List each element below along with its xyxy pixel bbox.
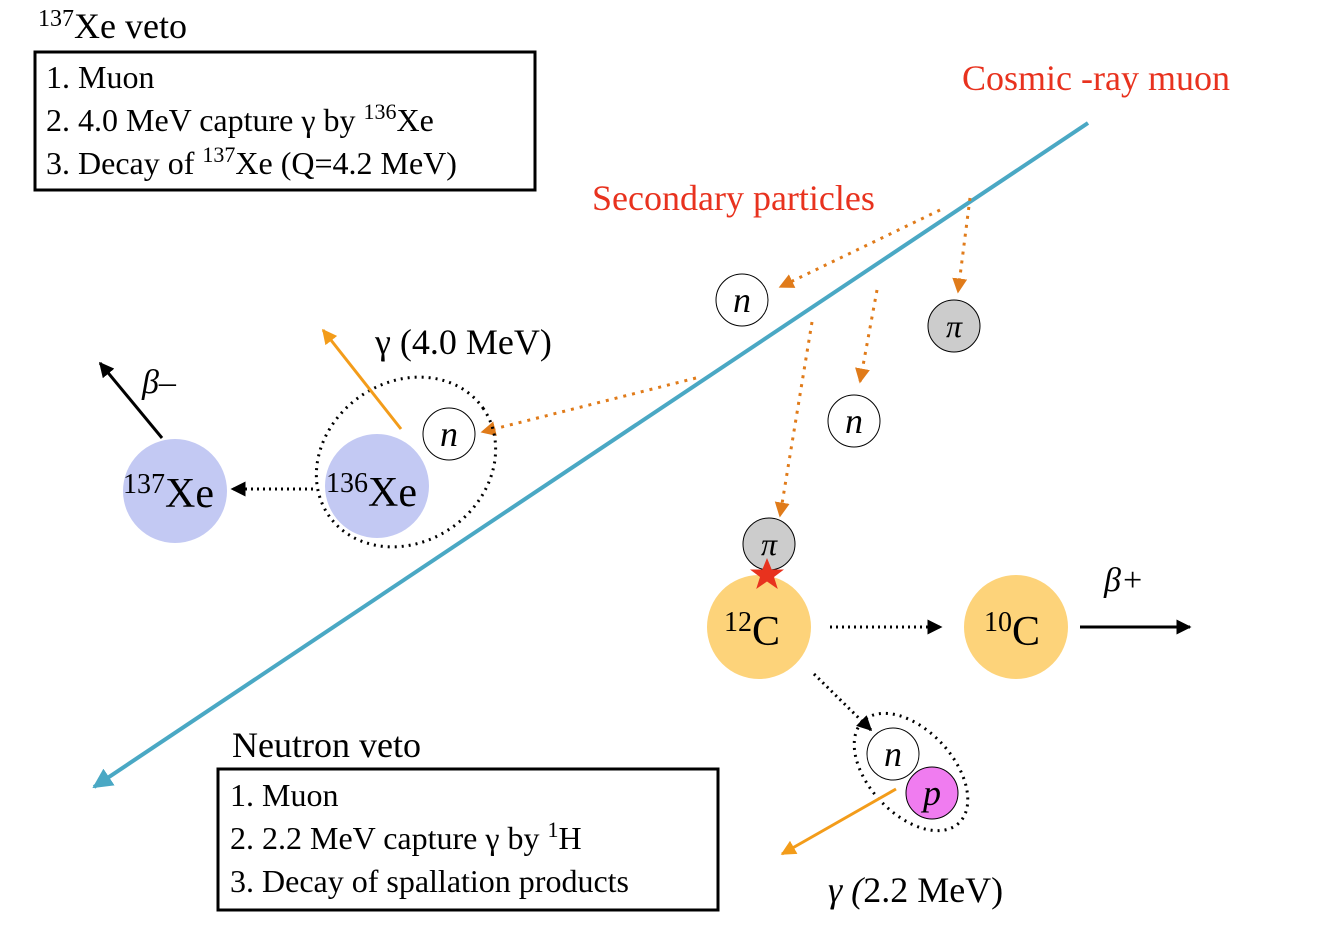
pion-lower: π — [742, 517, 796, 571]
svg-text:π: π — [946, 308, 963, 344]
neutron-capture: n — [422, 407, 476, 461]
gamma-40-label: γ (4.0 MeV) — [374, 322, 552, 362]
svg-text:137Xe: 137Xe — [123, 469, 214, 517]
neutron-veto-item-2: 2. 2.2 MeV capture γ by 1H — [230, 817, 582, 856]
svg-text:n: n — [884, 734, 902, 774]
secondary-arrow-n1 — [778, 208, 941, 289]
secondary-arrow-n3 — [480, 376, 697, 436]
beta-plus-label: β+ — [1103, 562, 1144, 599]
svg-text:10C: 10C — [984, 607, 1040, 655]
svg-text:12C: 12C — [724, 607, 780, 655]
beta-minus-label: β– — [141, 364, 177, 401]
gamma-22-arrow — [780, 787, 897, 856]
svg-text:136Xe: 136Xe — [326, 468, 417, 516]
svg-text:n: n — [845, 401, 863, 441]
svg-text:π: π — [761, 526, 778, 562]
secondary-arrow-n2 — [855, 289, 879, 384]
xe136-nucleus: 136Xe — [325, 434, 429, 538]
xe136-capture-ellipse — [314, 375, 498, 549]
svg-text:n: n — [440, 414, 458, 454]
neutron-veto-item-3: 3. Decay of spallation products — [230, 863, 629, 899]
neutron-lower: n — [866, 727, 920, 781]
c12-to-np-arrow — [812, 672, 873, 732]
gamma-22-label: γ (2.2 MeV) — [828, 870, 1003, 910]
xe-veto-item-2: 2. 4.0 MeV capture γ by 136Xe — [46, 99, 434, 138]
np-capture-ellipse — [852, 711, 970, 833]
svg-text:n: n — [733, 280, 751, 320]
beta-minus-arrow — [98, 361, 164, 439]
pion-top: π — [927, 299, 981, 353]
xe-veto-title: 137Xe veto — [38, 6, 187, 46]
secondary-arrows — [480, 197, 972, 518]
xe137-nucleus: 137Xe — [123, 439, 227, 543]
interaction-star-icon — [750, 558, 784, 589]
neutron-middle: n — [827, 394, 881, 448]
cosmic-muon-label: Cosmic -ray muon — [962, 58, 1230, 98]
xe-veto-box — [33, 50, 537, 192]
gamma-40-arrow — [321, 328, 403, 430]
neutron-top: n — [715, 273, 769, 327]
secondary-arrow-pi2 — [774, 321, 814, 518]
svg-text:p: p — [920, 773, 941, 813]
c12-nucleus: 12C — [707, 575, 811, 679]
proton: p — [905, 766, 959, 820]
neutron-veto-title: Neutron veto — [232, 725, 421, 765]
xe-veto-item-1: 1. Muon — [46, 59, 154, 95]
c10-nucleus: 10C — [964, 575, 1068, 679]
xe-veto-item-3: 3. Decay of 137Xe (Q=4.2 MeV) — [46, 142, 457, 181]
neutron-veto-item-1: 1. Muon — [230, 777, 338, 813]
secondary-particles-label: Secondary particles — [592, 178, 875, 218]
secondary-arrow-pi1 — [952, 197, 972, 294]
neutron-veto-box — [216, 767, 720, 912]
muon-track — [92, 121, 1090, 789]
